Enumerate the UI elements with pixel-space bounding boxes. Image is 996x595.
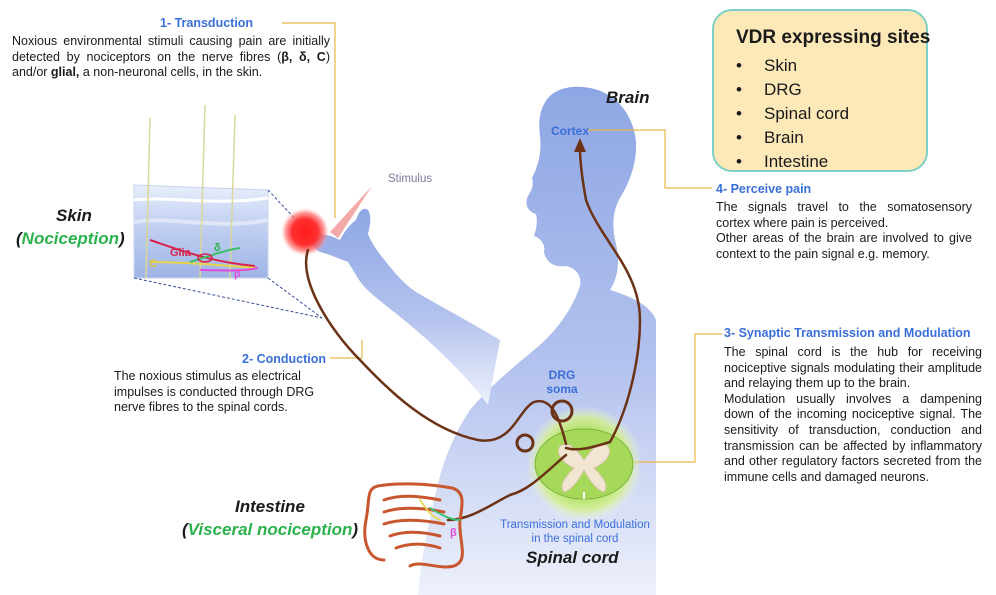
synaptic-paragraph-1: The spinal cord is the hub for receiving… — [724, 345, 982, 391]
perceive-title: 4- Perceive pain — [716, 182, 812, 196]
transduction-glial: glial, — [50, 65, 80, 80]
transduction-fibres: β, δ, C — [281, 49, 326, 64]
nerve-pathways — [305, 146, 642, 522]
synaptic-title: 3- Synaptic Transmission and Modulation — [724, 326, 971, 340]
intestine-beta-label: β — [450, 527, 457, 539]
vdr-site-item: Spinal cord — [736, 102, 926, 126]
visceral-nociception-label: (Visceral nociception) — [182, 520, 359, 539]
cortex-arrow — [574, 138, 586, 152]
stimulus-label: Stimulus — [388, 173, 433, 185]
leader-lines — [282, 22, 722, 463]
transduction-text-1: Noxious environmental stimuli causing pa… — [12, 34, 330, 64]
transmission-caption-line-1: Transmission and Modulation — [500, 519, 650, 531]
intestine-drawing — [363, 482, 464, 569]
vdr-sites-list: Skin DRG Spinal cord Brain Intestine — [736, 54, 926, 174]
vdr-site-item: Skin — [736, 54, 926, 78]
transduction-text-2: ) and/or — [12, 49, 330, 80]
perceive-text: The signals travel to the somatosensory … — [716, 200, 972, 262]
transmission-caption-line-2: in the spinal cord — [531, 533, 619, 545]
cortex-label: Cortex — [551, 124, 590, 138]
stimulus-needle — [330, 186, 372, 238]
beta-fibre-label: β — [234, 268, 241, 280]
transduction-title: 1- Transduction — [160, 16, 254, 30]
skin-label: Skin — [56, 206, 92, 225]
transmission-caption: Transmission and Modulation in the spina… — [496, 518, 654, 546]
vdr-site-item: Brain — [736, 126, 926, 150]
c-fibre-label: C — [149, 258, 157, 270]
perceive-paragraph-1: The signals travel to the somatosensory … — [716, 200, 972, 230]
visceral-nociception-text: Visceral nociception — [187, 520, 353, 539]
nociception-label: (Nociception) — [16, 229, 125, 248]
drg-soma-label: DRG soma — [546, 368, 578, 396]
vdr-sites-title: VDR expressing sites — [736, 27, 931, 48]
intestine-soma-node — [515, 433, 535, 453]
transduction-text-3: a non-neuronal cells, in the skin. — [79, 65, 263, 80]
drg-soma-label-line-1: DRG — [548, 368, 576, 382]
arm-hand-shape — [311, 208, 500, 405]
synaptic-paragraph-2: Modulation usually involves a dampening … — [724, 391, 982, 484]
stimulus-burst — [281, 208, 329, 256]
nociception-text: Nociception — [21, 229, 119, 248]
spinal-cord-label: Spinal cord — [526, 548, 619, 567]
conduction-text: The noxious stimulus as electrical impul… — [114, 369, 315, 415]
vdr-site-item: Intestine — [736, 150, 926, 174]
vdr-site-item: DRG — [736, 78, 926, 102]
drg-soma-label-line-2: soma — [546, 382, 578, 396]
spinal-cord-section — [526, 406, 642, 522]
glia-label: Glia — [170, 247, 191, 259]
delta-fibre-label: δ — [214, 242, 221, 254]
synaptic-text: The spinal cord is the hub for receiving… — [724, 345, 982, 485]
intestine-label: Intestine — [235, 497, 305, 516]
brain-label: Brain — [606, 88, 650, 107]
drg-soma-node — [550, 399, 574, 423]
transduction-text: Noxious environmental stimuli causing pa… — [12, 34, 330, 81]
perceive-paragraph-2: Other areas of the brain are involved to… — [716, 231, 972, 261]
skin-block — [133, 104, 269, 279]
vdr-sites-box: VDR expressing sites Skin DRG Spinal cor… — [712, 9, 931, 174]
conduction-title: 2- Conduction — [242, 352, 327, 366]
